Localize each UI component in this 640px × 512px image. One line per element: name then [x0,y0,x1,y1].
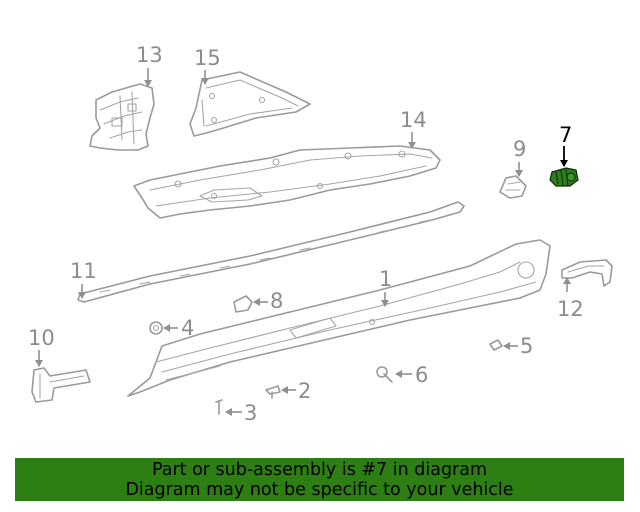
callout-5: 5 [520,334,533,358]
footer-banner: Part or sub-assembly is #7 in diagram Di… [15,458,624,501]
part-9-clip [499,175,527,199]
part-1-rocker-panel [127,239,551,397]
callout-9: 9 [513,137,526,161]
callout-6: 6 [415,363,428,387]
part-3-pin [215,399,223,415]
part-8-grommet [233,295,253,313]
callout-15: 15 [194,46,221,70]
part-15-under-cover [189,71,311,137]
footer-line-1: Part or sub-assembly is #7 in diagram [151,459,488,480]
callout-14: 14 [400,108,427,132]
callout-10: 10 [28,326,55,350]
callout-13: 13 [136,43,163,67]
part-14-under-panel [133,145,441,219]
part-4-push-nut [149,321,163,335]
footer-line-2: Diagram may not be specific to your vehi… [125,479,514,500]
callout-11: 11 [70,259,97,283]
part-11-molding-strip [77,201,465,303]
part-5-clip [489,339,503,351]
part-2-rivet [265,385,281,399]
part-10-bracket [31,367,91,403]
callout-8: 8 [270,289,283,313]
callout-12: 12 [557,297,584,321]
part-6-screw [376,366,393,383]
callout-7: 7 [559,123,572,147]
part-12-bracket [561,259,613,287]
callout-4: 4 [181,316,194,340]
callout-leaders [35,68,571,416]
callout-2: 2 [298,379,311,403]
callout-3: 3 [244,401,257,425]
part-7-highlighted-fastener [549,167,579,187]
part-13-bracket [89,83,155,151]
callout-1: 1 [379,267,392,291]
